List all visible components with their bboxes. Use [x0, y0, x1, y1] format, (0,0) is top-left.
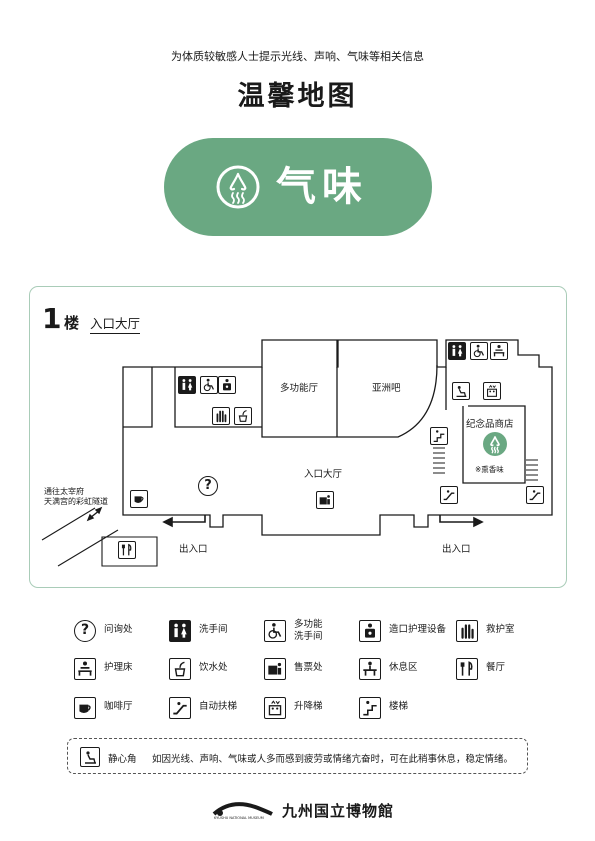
exit-left-label: 出入口: [179, 544, 208, 555]
legend-label: 饮水处: [199, 662, 228, 673]
room-entrance-hall: 入口大厅: [304, 469, 343, 480]
passage-label: 通往太宰府 天满宫的彩虹隧道: [44, 487, 108, 506]
restaurant-icon: [118, 541, 136, 559]
legend-label: 售票处: [294, 662, 323, 673]
question-icon: ?: [198, 476, 218, 496]
entrance-arrow-left: [162, 515, 206, 528]
room-gift-shop: 纪念品商店: [466, 419, 514, 430]
legend-label: 问询处: [104, 624, 133, 635]
legend-label: 洗手间: [199, 624, 228, 635]
incense-smell-note: ※熏香味: [475, 465, 504, 474]
escalator-icon: [440, 486, 458, 504]
legend-label: 自动扶梯: [199, 701, 238, 712]
legend-label: 升降梯: [294, 701, 323, 712]
legend-label: 休息区: [389, 662, 418, 673]
quiet-corner-text: 如因光线、声响、气味或人多而感到疲劳或情绪亢奋时，可在此稍事休息，稳定情绪。: [152, 754, 514, 765]
restaurant-icon: [456, 658, 478, 680]
ticket-icon: [316, 491, 334, 509]
restroom-icon: [178, 376, 196, 394]
floor-unit: 楼: [64, 314, 80, 332]
legend-label: 多功能 洗手间: [294, 619, 323, 642]
smell-marker: [483, 432, 507, 456]
museum-name: 九州国立博物館: [282, 802, 395, 820]
legend-label: 餐厅: [486, 662, 506, 673]
legend-label: 护理床: [104, 662, 133, 673]
museum-name-en: KYUSHU NATIONAL MUSEUM: [214, 816, 264, 820]
room-multipurpose-hall: 多功能厅: [280, 383, 319, 394]
elevator-icon: [264, 697, 286, 719]
accessible-restroom-icon: [200, 376, 218, 394]
restroom-icon: [448, 342, 466, 360]
quiet-corner-label: 静心角: [108, 754, 137, 765]
care-bed-icon: [74, 658, 96, 680]
stairs-icon: [359, 697, 381, 719]
room-asia-bar: 亚洲吧: [372, 383, 401, 394]
stairs-icon: [430, 427, 448, 445]
quiet-corner-icon: [452, 382, 470, 400]
museum-logo: [212, 802, 273, 816]
passage-arrow: [86, 506, 103, 522]
category-label: 气味: [276, 164, 368, 210]
floor-map-frame: [29, 286, 567, 588]
accessible-restroom-icon: [470, 342, 488, 360]
floor-area-name: 入口大厅: [90, 313, 141, 334]
ostomy-icon: [218, 376, 236, 394]
legend-label: 咖啡厅: [104, 701, 133, 712]
escalator-icon: [169, 697, 191, 719]
legend-label: 救护室: [486, 624, 515, 635]
page-title: 温馨地图: [237, 81, 358, 112]
coffee-icon: [130, 490, 148, 508]
ostomy-icon: [359, 620, 381, 642]
nose-smell-icon: [216, 165, 260, 209]
restroom-icon: [169, 620, 191, 642]
legend-label: 楼梯: [389, 701, 409, 712]
entrance-arrow-right: [439, 515, 484, 528]
first-aid-icon: [456, 620, 478, 642]
nose-smell-icon: [490, 436, 500, 454]
page-subtitle: 为体质较敏感人士提示光线、声响、气味等相关信息: [171, 50, 424, 63]
exit-right-label: 出入口: [442, 544, 471, 555]
rest-area-icon: [359, 658, 381, 680]
quiet-corner-note: 静心角 如因光线、声响、气味或人多而感到疲劳或情绪亢奋时，可在此稍事休息，稳定情…: [67, 738, 528, 774]
coffee-icon: [74, 697, 96, 719]
accessible-restroom-icon: [264, 620, 286, 642]
quiet-corner-icon: [80, 747, 100, 767]
question-icon: ?: [74, 620, 96, 642]
floor-number: 1: [42, 302, 62, 335]
category-banner: 气味: [164, 138, 432, 236]
water-fountain-icon: [169, 658, 191, 680]
care-bed-icon: [490, 342, 508, 360]
ticket-icon: [264, 658, 286, 680]
first-aid-icon: [212, 407, 230, 425]
elevator-icon: [483, 382, 501, 400]
escalator-icon: [526, 486, 544, 504]
water-fountain-icon: [234, 407, 252, 425]
legend-label: 造口护理设备: [389, 624, 447, 635]
